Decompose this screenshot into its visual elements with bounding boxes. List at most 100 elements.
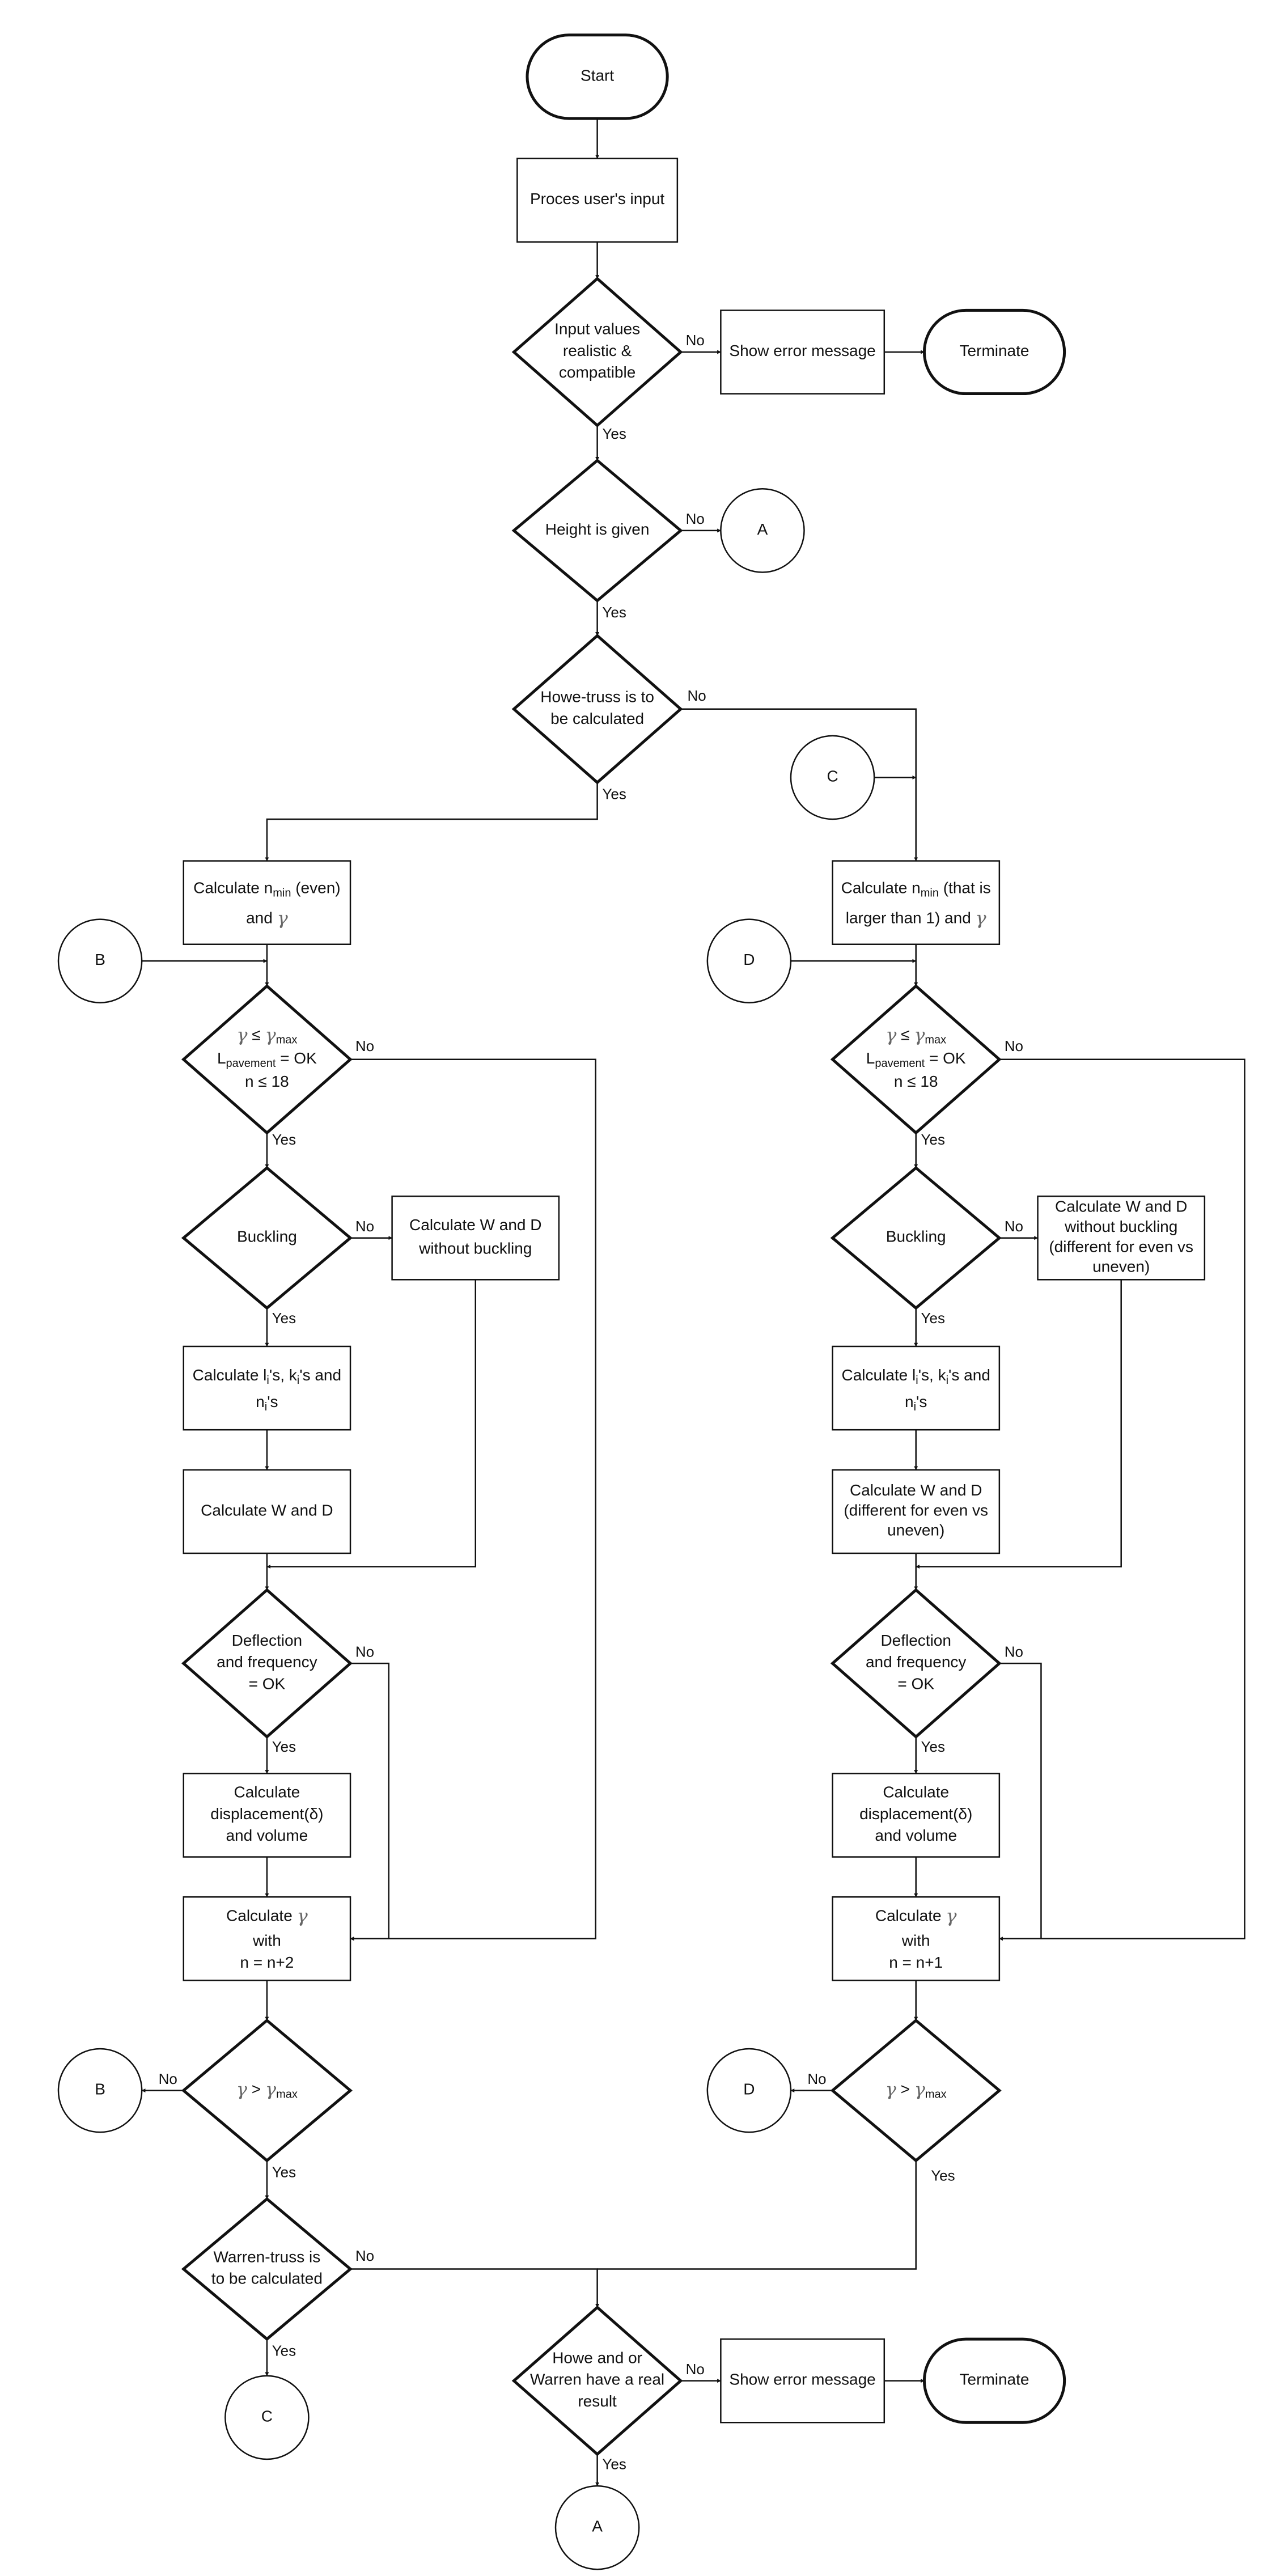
- warren-buckling-label: Buckling: [886, 1228, 946, 1245]
- terminate-terminator-1: [922, 308, 1066, 396]
- howe-check-label-line-2: be calculated: [550, 710, 644, 727]
- warren-displacement-label-line-3: and volume: [875, 1827, 957, 1845]
- warren-displacement-box: [832, 1773, 1001, 1858]
- connector-b-left: [57, 918, 143, 1003]
- result-check-diamond: [511, 2305, 683, 2456]
- edge-label-yes-warrencheck: Yes: [272, 2342, 296, 2359]
- edge-label-yes-howe-deflection: Yes: [272, 1738, 296, 1755]
- howe-displacement-label-line-2: displacement(δ): [210, 1805, 323, 1823]
- howe-wd-label: Calculate W and D: [201, 1502, 333, 1519]
- edge-label-no-warren-deflection: No: [1005, 1643, 1023, 1660]
- flowchart-edges: [141, 118, 1245, 2486]
- edge-label-yes-warren-gt: Yes: [931, 2167, 955, 2184]
- howe-nmin-label-line-1: Calculate nmin (even): [193, 879, 340, 900]
- edge-label-no-howe-deflection: No: [355, 1643, 374, 1660]
- howe-gamma-gt-diamond: [181, 2018, 353, 2163]
- edge-howecheck-howe: [265, 782, 598, 862]
- warren-gamma-n-line-1: Calculate γ: [875, 1905, 957, 1926]
- connector-b-bottom: [57, 2048, 143, 2133]
- edge-label-no-input: No: [686, 332, 705, 349]
- edge-label-yes-howe-buckling: Yes: [272, 1310, 296, 1327]
- result-check-label-line-3: result: [578, 2392, 617, 2410]
- edge-label-no-warren-gt: No: [807, 2070, 826, 2087]
- howe-buckling-label: Buckling: [237, 1228, 297, 1245]
- connector-c-right-label: C: [827, 768, 838, 785]
- start-label: Start: [581, 67, 614, 84]
- input-check-label-line-1: Input values: [554, 320, 640, 338]
- warren-check-label-line-1: Warren-truss is: [213, 2248, 320, 2266]
- warren-wd-nobuckle-label-line-1: Calculate W and D: [1055, 1198, 1187, 1215]
- edge-label-no-howe-buckling: No: [355, 1218, 374, 1235]
- edge-warren-deflection-no: [999, 1662, 1042, 1941]
- howe-deflection-label-line-3: = OK: [249, 1675, 286, 1693]
- warren-displacement-label-line-2: displacement(δ): [859, 1805, 972, 1823]
- howe-nmin-box: [183, 860, 351, 945]
- warren-nmin-label-line-1: Calculate nmin (that is: [841, 879, 991, 900]
- connector-d-right: [706, 918, 792, 1003]
- warren-gamma-n-line-2: with: [901, 1932, 930, 1950]
- warren-wd-box: [832, 1469, 1001, 1554]
- warren-lkn-line-1: Calculate li's, ki's and: [842, 1366, 990, 1387]
- howe-gamma-check-line-2: Lpavement = OK: [217, 1049, 317, 1070]
- warren-lkn-box: [832, 1345, 1001, 1431]
- howe-wd-nobuckle-box: [391, 1195, 560, 1281]
- howe-gamma-check-line-3: n ≤ 18: [245, 1073, 289, 1090]
- process-input-box: [516, 158, 679, 243]
- howe-lkn-line-1: Calculate li's, ki's and: [193, 1366, 341, 1387]
- terminate-label-2: Terminate: [960, 2371, 1029, 2388]
- edge-label-yes-warren-deflection: Yes: [921, 1738, 945, 1755]
- edge-howe-deflection-no: [350, 1662, 389, 1941]
- howe-gamma-n-line-2: with: [252, 1932, 281, 1950]
- input-check-diamond: [511, 277, 683, 427]
- howe-lkn-box: [183, 1345, 351, 1431]
- connector-b-left-label: B: [95, 951, 105, 969]
- howe-gamma-check-diamond: [181, 984, 353, 1135]
- warren-buckling-diamond: [830, 1166, 1002, 1310]
- edge-howecheck-warren: [680, 708, 918, 862]
- warren-gamma-gt-diamond: [830, 2018, 1002, 2163]
- edge-label-yes-howe: Yes: [602, 786, 626, 803]
- connector-c-right: [790, 735, 875, 820]
- howe-gamma-n-line-3: n = n+2: [240, 1954, 294, 1971]
- edge-label-no-howe-gamma: No: [355, 1037, 374, 1054]
- warren-gamma-n-line-3: n = n+1: [889, 1954, 943, 1971]
- show-error-box-2: [720, 2338, 886, 2424]
- howe-deflection-label-line-2: and frequency: [217, 1654, 317, 1671]
- warren-wd-nobuckle-box: [1037, 1195, 1206, 1281]
- howe-buckling-diamond: [181, 1166, 353, 1310]
- show-error-box-1: [720, 310, 886, 395]
- edge-label-yes-warren-gamma: Yes: [921, 1131, 945, 1148]
- show-error-label-2: Show error message: [729, 2371, 875, 2388]
- warren-nmin-box: [832, 860, 1001, 945]
- howe-displacement-label-line-1: Calculate: [234, 1783, 300, 1801]
- edge-label-no-howe: No: [688, 687, 706, 704]
- warren-deflection-label-line-1: Deflection: [880, 1632, 951, 1649]
- edge-label-no-result: No: [686, 2361, 705, 2378]
- howe-gamma-check-line-1: γ ≤ γmax: [236, 1024, 297, 1046]
- edge-label-no-height: No: [686, 510, 705, 527]
- howe-wd-nobuckle-label-line-1: Calculate W and D: [409, 1216, 541, 1234]
- edge-label-no-warren-gamma: No: [1005, 1037, 1023, 1054]
- input-check-label-line-2: realistic &: [563, 342, 632, 359]
- warren-wd-label-line-1: Calculate W and D: [850, 1481, 982, 1499]
- start-terminator: [526, 33, 669, 120]
- howe-gamma-gt-label: γ > γmax: [236, 2078, 298, 2101]
- howe-lkn-line-2: ni's: [256, 1393, 278, 1413]
- connector-a-bottom-label: A: [592, 2518, 603, 2535]
- edge-howe-nobuckle-merge: [266, 1279, 477, 1569]
- edge-label-yes-warren-buckling: Yes: [921, 1310, 945, 1327]
- warren-wd-label-line-3: uneven): [887, 1522, 944, 1539]
- edge-label-yes-howe-gt: Yes: [272, 2164, 296, 2181]
- warren-deflection-label-line-2: and frequency: [866, 1654, 966, 1671]
- edge-howe-gamma-no: [350, 1058, 596, 1941]
- result-check-label-line-2: Warren have a real: [530, 2371, 664, 2388]
- warren-gamma-check-line-2: Lpavement = OK: [866, 1049, 966, 1070]
- edge-label-no-warren-buckling: No: [1005, 1218, 1023, 1235]
- edge-label-no-warrencheck: No: [355, 2247, 374, 2264]
- edge-label-yes-height: Yes: [602, 604, 626, 621]
- howe-gamma-n-line-1: Calculate γ: [226, 1905, 308, 1926]
- connector-d-right-label: D: [743, 951, 755, 969]
- howe-deflection-label-line-1: Deflection: [232, 1632, 303, 1649]
